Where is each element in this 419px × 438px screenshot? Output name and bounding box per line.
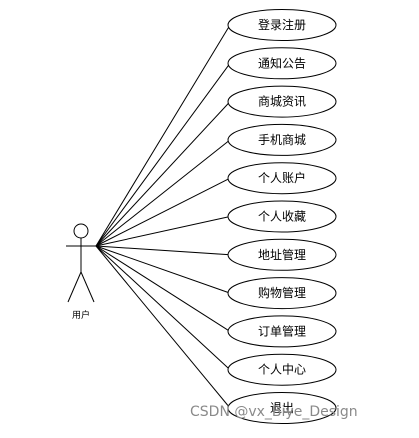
use-case: 商城资讯 bbox=[227, 85, 337, 118]
use-case: 退出 bbox=[227, 392, 337, 424]
actor-user: 用户 bbox=[66, 223, 96, 321]
use-case: 个人账户 bbox=[227, 162, 337, 195]
actor-left-leg bbox=[67, 271, 82, 303]
use-case-ellipse bbox=[227, 392, 337, 424]
use-case-ellipse bbox=[227, 85, 337, 118]
association-line bbox=[95, 245, 231, 332]
association-line bbox=[95, 63, 231, 247]
association-line bbox=[95, 245, 231, 371]
use-case-ellipse bbox=[227, 123, 337, 156]
use-case-label: 手机商城 bbox=[258, 132, 306, 147]
actor-right-leg bbox=[80, 271, 95, 303]
use-case: 手机商城 bbox=[227, 123, 337, 156]
actor-head bbox=[73, 223, 89, 239]
use-case-label: 商城资讯 bbox=[258, 94, 306, 109]
association-lines bbox=[95, 24, 231, 409]
use-case: 订单管理 bbox=[227, 315, 337, 348]
use-case-label: 订单管理 bbox=[258, 323, 306, 338]
use-case-label: 购物管理 bbox=[258, 285, 306, 300]
use-case: 个人收藏 bbox=[227, 200, 337, 233]
use-case-ellipse bbox=[227, 9, 337, 41]
actor-label: 用户 bbox=[72, 309, 90, 321]
use-case-ellipse bbox=[227, 162, 337, 195]
association-line bbox=[95, 245, 231, 256]
association-line bbox=[95, 245, 231, 294]
use-case-label: 个人账户 bbox=[258, 170, 306, 185]
use-case: 地址管理 bbox=[227, 238, 337, 271]
use-case-label: 个人中心 bbox=[258, 362, 306, 377]
use-case: 登录注册 bbox=[227, 9, 337, 41]
association-line bbox=[95, 101, 231, 247]
use-case-ellipse bbox=[227, 353, 337, 386]
association-line bbox=[95, 24, 231, 247]
use-case-label: 通知公告 bbox=[258, 56, 306, 70]
use-case-label: 个人收藏 bbox=[258, 210, 306, 224]
association-line bbox=[95, 177, 231, 247]
association-line bbox=[95, 245, 231, 409]
use-case-label: 退出 bbox=[270, 401, 294, 415]
watermark: CSDN @vx_Biye_Design bbox=[190, 404, 358, 420]
use-case-ellipse bbox=[227, 200, 337, 233]
use-cases: 登录注册通知公告商城资讯手机商城个人账户个人收藏地址管理购物管理订单管理个人中心… bbox=[227, 9, 337, 424]
use-case: 个人中心 bbox=[227, 353, 337, 386]
use-case-label: 登录注册 bbox=[258, 17, 306, 32]
association-line bbox=[95, 139, 231, 247]
use-case-ellipse bbox=[227, 315, 337, 348]
use-case-ellipse bbox=[227, 277, 337, 310]
use-case-ellipse bbox=[227, 47, 337, 80]
use-case: 购物管理 bbox=[227, 277, 337, 310]
use-case-ellipse bbox=[227, 238, 337, 271]
use-case-label: 地址管理 bbox=[258, 247, 306, 262]
association-line bbox=[95, 216, 231, 247]
use-case: 通知公告 bbox=[227, 47, 337, 80]
